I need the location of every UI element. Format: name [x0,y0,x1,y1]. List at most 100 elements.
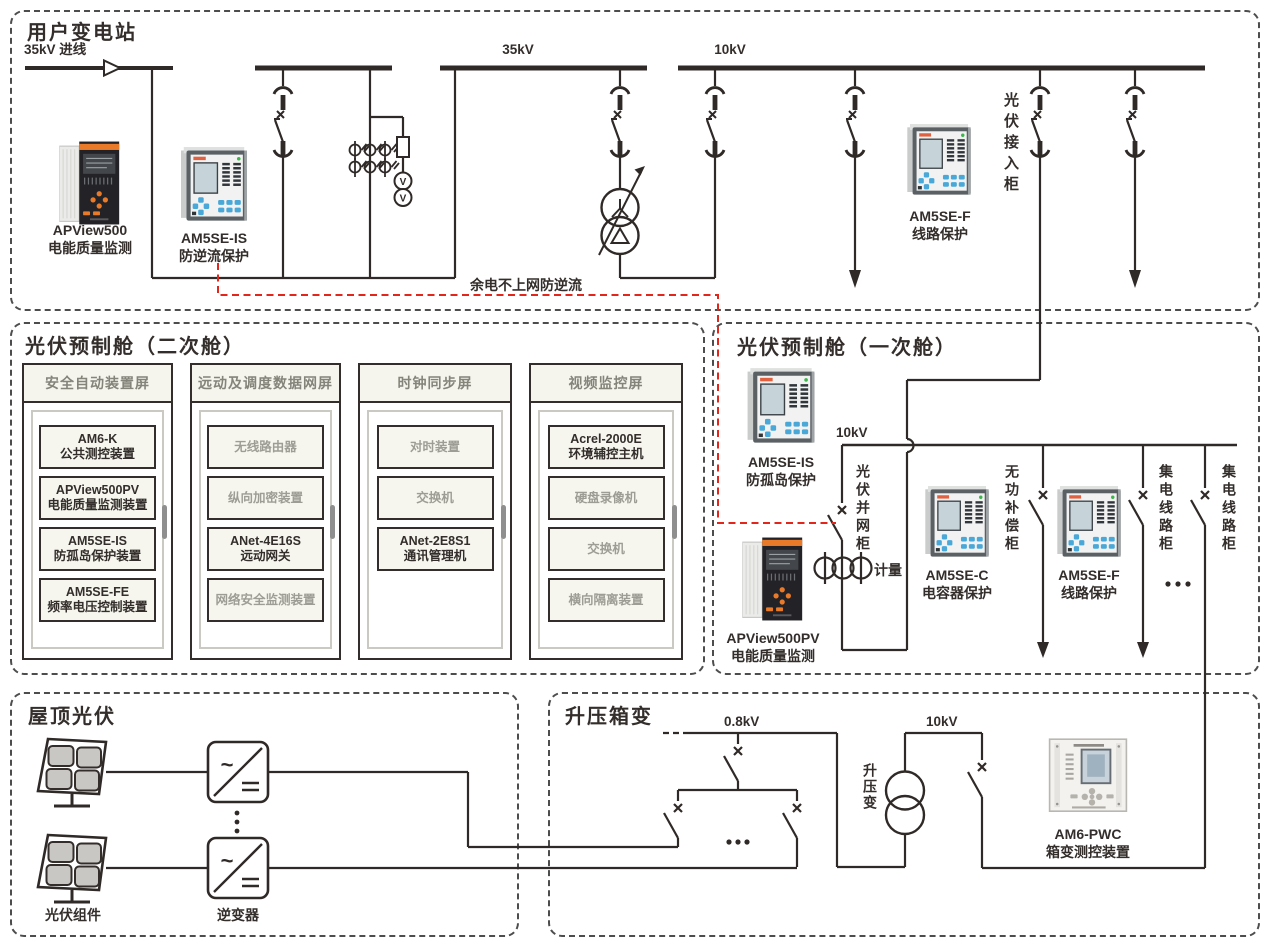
item-line2: 电能质量监测装置 [47,498,148,512]
collector-cabinet2-label: 集电线路柜 [1221,464,1237,554]
bus-10kv-label: 10kV [714,42,746,57]
section-title-primary-cabin: 光伏预制舱（一次舱） [737,337,957,359]
device-model: AM5SE-F [1058,567,1120,583]
item-line1: 硬盘录像机 [574,490,638,505]
cabinet-handle-icon [672,505,677,539]
item-line1: 交换机 [587,541,625,556]
main-transformer-icon [598,166,645,256]
device-desc: 线路保护 [912,226,968,242]
am5se-f-device-image [1056,484,1122,558]
apview500pv-device-image [741,536,805,622]
item-line1: Acrel-2000E [570,432,642,446]
breaker-icon [844,78,866,164]
am6-pwc-device-image [1048,734,1128,818]
incoming-arrow-icon [103,58,123,78]
section-title-substation: 用户变电站 [27,22,137,44]
disconnect-switch-icon [1027,489,1049,527]
device-label-am5se-c: AM5SE-C 电容器保护 [897,566,1017,602]
disconnect-switch-icon [826,504,848,542]
section-secondary-cabin [10,322,705,675]
item-line1: 对时装置 [409,439,460,454]
cabinet-header: 远动及调度数据网屏 [192,365,339,403]
item-line1: ANet-2E8S1 [399,534,471,548]
anti-backflow-label: 余电不上网防逆流 [470,277,582,293]
ellipsis-vertical-icon [234,810,240,834]
disconnect-switch-icon [722,745,744,783]
ellipsis-icon [1165,581,1191,587]
section-primary-cabin [712,322,1260,675]
cabinet-header: 视频监控屏 [531,365,681,403]
disconnect-switch-icon [781,802,803,840]
cabinet-item: 硬盘录像机 [547,476,665,520]
cabinet-item: 纵向加密装置 [207,476,324,520]
hv-10kv-label: 10kV [926,714,958,729]
bus-35kv-label: 35kV [502,42,534,57]
item-line1: 无线路由器 [234,439,297,454]
cabinet-inner: 对时装置 交换机 ANet-2E8S1 通讯管理机 [367,410,503,649]
step-up-transformer-icon [884,770,926,836]
apview500-device-image [58,140,122,226]
device-desc: 防逆流保护 [179,248,249,264]
device-model: AM5SE-C [925,567,989,583]
primary-bus-10kv-label: 10kV [836,425,868,440]
section-title-step-up: 升压箱变 [565,706,653,728]
device-desc: 电能质量监测 [731,648,815,664]
cabinet-item: Acrel-2000E 环境辅控主机 [547,425,665,469]
device-label-am5se-f-line: AM5SE-F 线路保护 [1029,566,1149,602]
cabinet-item: 交换机 [376,476,494,520]
svg-text:V: V [400,177,407,188]
pv-ac-lines [106,770,797,870]
device-desc: 箱变测控装置 [1046,844,1130,860]
item-line1: 纵向加密装置 [227,490,303,505]
item-line2: 远动网关 [240,549,291,563]
fuse-icon [396,136,410,158]
step-up-transformer-label: 升压变 [862,763,878,811]
device-model: AM5SE-IS [747,454,815,470]
item-line1: 交换机 [416,490,454,505]
section-step-up [548,692,1260,937]
am5se-is-device-image [179,145,249,222]
item-line2: 环境辅控主机 [568,447,644,461]
cabinet-handle-icon [501,505,506,539]
cabinet-item: ANet-2E8S1 通讯管理机 [376,527,494,571]
pv-module-label: 光伏组件 [45,907,101,923]
item-line1: AM6-K [77,432,118,446]
cabinet-header: 安全自动装置屏 [24,365,171,403]
item-line1: AM5SE-FE [65,585,130,599]
metering-ct-icons [813,552,873,584]
feeder-arrow-icon [849,270,861,288]
breaker-icon [1029,78,1051,164]
ellipsis-icon [726,839,750,845]
metering-label: 计量 [874,562,902,578]
device-model: AM5SE-IS [180,230,248,246]
device-desc: 防孤岛保护 [746,472,816,488]
disconnect-switch-icon [966,761,988,799]
item-line1: 横向隔离装置 [568,592,644,607]
item-line2: 频率电压控制装置 [47,600,148,614]
cabinet-handle-icon [162,505,167,539]
anti-backflow-signal-line [217,263,836,524]
cabinet-item: AM5SE-IS 防孤岛保护装置 [39,527,156,571]
section-rooftop-pv [10,692,519,937]
feeder-arrow-icon [1129,270,1141,288]
item-line1: ANet-4E16S [230,534,301,548]
section-substation [10,10,1260,311]
device-label-am5se-f: AM5SE-F 线路保护 [880,207,1000,243]
cabinet-item: 对时装置 [376,425,494,469]
reactive-comp-cabinet-label: 无功补偿柜 [1004,464,1020,554]
solar-panel-icon [36,737,108,808]
solar-panel-icon [36,833,108,904]
am5se-c-device-image [924,484,990,558]
svg-text:~: ~ [221,848,234,873]
item-line1: AM5SE-IS [67,534,128,548]
cabinet-item: 横向隔离装置 [547,578,665,622]
inverter-label: 逆变器 [217,907,259,923]
item-line2: 通讯管理机 [403,549,467,563]
cabinet-inner: Acrel-2000E 环境辅控主机 硬盘录像机 交换机 横向隔离装置 [538,410,674,649]
cabinet-item: AM5SE-FE 频率电压控制装置 [39,578,156,622]
inverter-icon: ~ [206,740,270,804]
cabinet-item: 交换机 [547,527,665,571]
svg-text:~: ~ [221,752,234,777]
